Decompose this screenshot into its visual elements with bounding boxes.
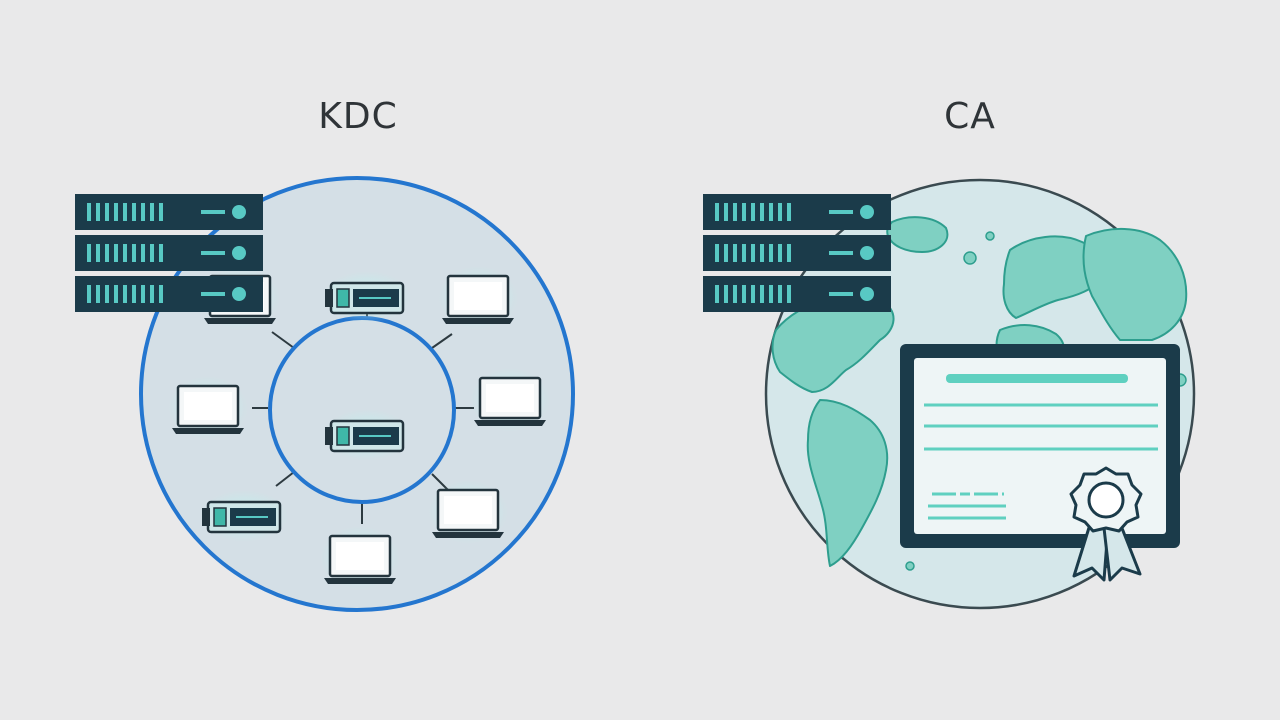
- kdc-client-token-icon: [198, 488, 290, 544]
- kdc-title: KDC: [318, 96, 398, 137]
- kdc-panel: [75, 176, 575, 612]
- ca-panel: [703, 178, 1196, 610]
- kdc-server-rack-icon: [75, 194, 263, 312]
- kdc-client-laptop-icon: [318, 524, 402, 592]
- kdc-client-laptop-icon: [426, 478, 510, 546]
- kdc-client-token-icon: [321, 269, 413, 325]
- kdc-client-laptop-icon: [436, 264, 520, 332]
- ca-server-rack-icon: [703, 194, 891, 312]
- award-ribbon-icon: [1069, 466, 1143, 582]
- kdc-center-token-icon: [321, 407, 413, 463]
- kdc-client-laptop-icon: [468, 366, 552, 434]
- ca-title: CA: [944, 96, 996, 137]
- kdc-client-laptop-icon: [166, 374, 250, 442]
